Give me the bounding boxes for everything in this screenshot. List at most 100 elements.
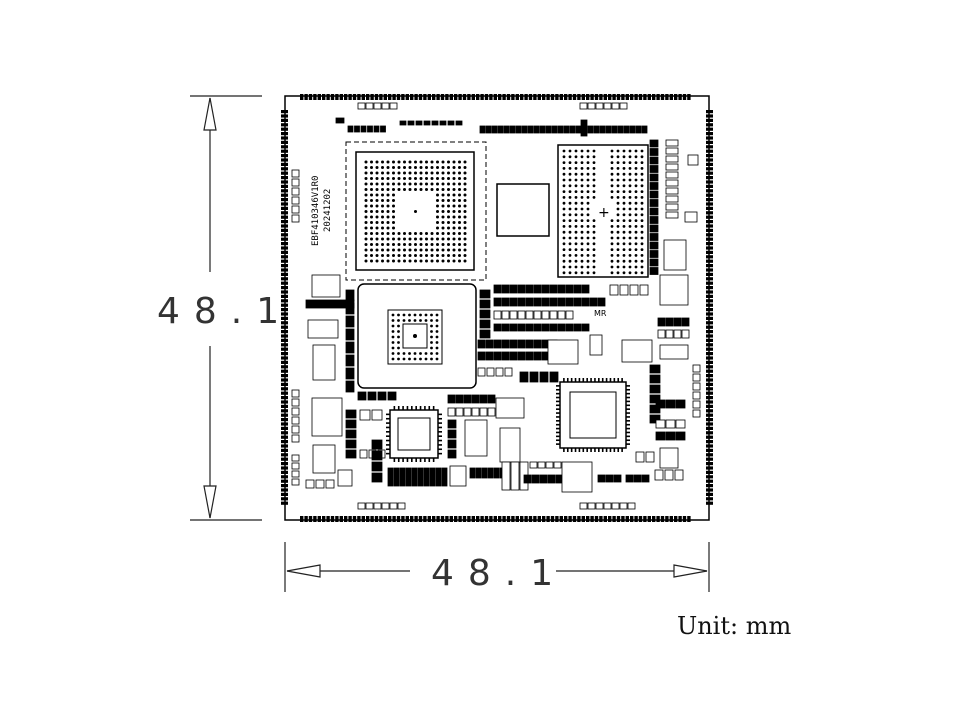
bga-ball (634, 230, 638, 234)
bga-ball (568, 225, 572, 228)
qfn-pin (386, 417, 390, 420)
passive-component (589, 297, 598, 307)
qfn-pin (438, 452, 442, 455)
edge-pad (330, 94, 335, 100)
qfn-pin (570, 378, 573, 382)
passive-component (665, 203, 679, 211)
bga-ball (430, 243, 434, 246)
edge-pad (638, 94, 643, 100)
bga-ball (580, 161, 584, 165)
bga-ball (622, 149, 626, 153)
bga-ball (562, 242, 566, 246)
edge-pad (706, 303, 713, 307)
bga-ball (458, 243, 461, 246)
edge-pad (392, 94, 396, 100)
edge-pad (418, 94, 423, 100)
edge-pad (706, 426, 713, 430)
passive-component (649, 148, 659, 156)
bga-ball (616, 207, 620, 211)
bga-ball (616, 219, 620, 223)
bga-ball (447, 171, 450, 175)
passive-component (549, 310, 558, 320)
bga-ball (568, 219, 572, 223)
edge-pad (537, 94, 541, 100)
bga-ball (392, 259, 395, 263)
edge-pad (511, 516, 515, 522)
bga-ball (616, 271, 620, 275)
qfn-pin (438, 444, 442, 446)
bga-ball (452, 171, 456, 175)
bga-ball (386, 237, 390, 241)
passive-component (479, 394, 488, 404)
bga-ball (610, 172, 614, 176)
edge-pad (476, 516, 480, 522)
passive-component (621, 339, 653, 363)
bga-ball (628, 167, 632, 170)
bga-ball (610, 155, 614, 159)
passive-component (529, 461, 538, 469)
edge-pad (281, 352, 288, 356)
bga-ball (452, 232, 456, 235)
passive-component (447, 429, 457, 439)
bga-ball (403, 160, 406, 164)
passive-component (573, 323, 582, 332)
edge-pad (542, 516, 546, 522)
qfn-pin (393, 458, 396, 462)
bga-ball (574, 254, 578, 257)
passive-component (447, 407, 456, 417)
bga-ball (392, 199, 395, 202)
passive-component (649, 165, 659, 173)
edge-pad (524, 516, 528, 522)
bga-ball (441, 199, 445, 202)
passive-component (655, 419, 666, 429)
edge-pad (706, 136, 713, 140)
qfn-pin (578, 378, 581, 382)
edge-pad (616, 516, 621, 522)
passive-component (579, 502, 588, 510)
bga-ball (397, 313, 400, 317)
bga-ball (424, 352, 428, 355)
bga-ball (640, 236, 644, 240)
edge-pad (706, 237, 713, 241)
bga-ball (414, 237, 417, 241)
bga-ball (580, 254, 584, 257)
edge-pad (524, 94, 528, 100)
edge-pad (581, 516, 585, 522)
passive-component (510, 461, 520, 491)
bga-ball (628, 248, 632, 252)
passive-component (373, 102, 382, 110)
bga-ball (391, 335, 395, 339)
edge-pad (706, 220, 713, 224)
bga-ball (592, 242, 596, 246)
bga-ball (592, 236, 596, 240)
qfn-pin (582, 448, 585, 452)
passive-component (291, 169, 300, 178)
bga-ball (425, 243, 428, 246)
passive-component (633, 474, 642, 483)
edge-pad (281, 202, 288, 206)
edge-pad (520, 94, 524, 100)
bga-ball (364, 177, 368, 180)
edge-pad (706, 281, 713, 285)
edge-pad (281, 299, 288, 303)
bga-ball (414, 210, 417, 213)
bga-ball (370, 166, 373, 169)
passive-component (447, 439, 457, 449)
bga-ball (386, 160, 390, 164)
edge-pad (706, 431, 713, 435)
edge-pad (281, 198, 288, 202)
passive-component (411, 467, 418, 487)
passive-component (387, 467, 394, 487)
passive-component (325, 479, 335, 489)
bga-ball (408, 182, 412, 186)
passive-component (541, 297, 550, 307)
passive-component (619, 502, 628, 510)
edge-pad (564, 516, 568, 522)
edge-pad (533, 516, 537, 522)
edge-pad (281, 193, 288, 197)
edge-pad (467, 94, 471, 100)
edge-pad (458, 516, 462, 522)
qfn-pin (556, 408, 560, 410)
edge-pad (706, 501, 713, 505)
bga-ball (622, 201, 626, 205)
